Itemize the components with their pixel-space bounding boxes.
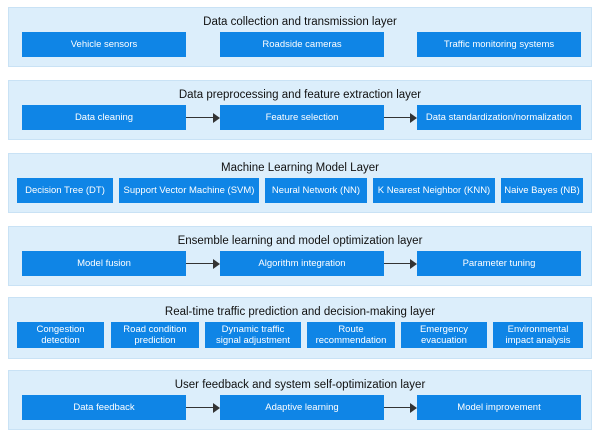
arrow-right: [186, 403, 220, 413]
box-model-fusion: Model fusion: [22, 251, 186, 276]
box-support-vector-machine: Support Vector Machine (SVM): [119, 178, 259, 203]
box-route-recommendation: Route recommendation: [307, 322, 395, 348]
layer-machine-learning-model: Machine Learning Model Layer Decision Tr…: [8, 153, 592, 213]
box-feature-selection: Feature selection: [220, 105, 384, 130]
layer-data-collection: Data collection and transmission layer V…: [8, 7, 592, 67]
box-congestion-detection: Congestion detection: [17, 322, 104, 348]
box-data-cleaning: Data cleaning: [22, 105, 186, 130]
box-k-nearest-neighbor: K Nearest Neighbor (KNN): [373, 178, 495, 203]
box-data-feedback: Data feedback: [22, 395, 186, 420]
arrow-right: [384, 403, 417, 413]
box-roadside-cameras: Roadside cameras: [220, 32, 384, 57]
box-label-line: Route: [338, 324, 364, 335]
box-model-improvement: Model improvement: [417, 395, 581, 420]
box-vehicle-sensors: Vehicle sensors: [22, 32, 186, 57]
box-label-line: prediction: [134, 335, 176, 346]
box-naive-bayes: Naive Bayes (NB): [501, 178, 583, 203]
arrow-right: [186, 259, 220, 269]
box-label-line: Emergency: [419, 324, 469, 335]
arrow-right: [384, 259, 417, 269]
arrow-right: [186, 113, 220, 123]
box-algorithm-integration: Algorithm integration: [220, 251, 384, 276]
box-dynamic-traffic-signal: Dynamic traffic signal adjustment: [205, 322, 301, 348]
box-label-line: Road condition: [123, 324, 187, 335]
box-label-line: Environmental: [507, 324, 569, 335]
box-label-line: evacuation: [421, 335, 467, 346]
box-decision-tree: Decision Tree (DT): [17, 178, 113, 203]
box-neural-network: Neural Network (NN): [265, 178, 367, 203]
box-label-line: recommendation: [315, 335, 387, 346]
box-emergency-evacuation: Emergency evacuation: [401, 322, 487, 348]
box-label-line: Congestion: [36, 324, 85, 335]
layer-data-preprocessing: Data preprocessing and feature extractio…: [8, 80, 592, 140]
box-label-line: detection: [41, 335, 80, 346]
layer-ensemble-learning: Ensemble learning and model optimization…: [8, 226, 592, 286]
box-parameter-tuning: Parameter tuning: [417, 251, 581, 276]
box-data-standardization: Data standardization/normalization: [417, 105, 581, 130]
layer-title: Data preprocessing and feature extractio…: [178, 89, 422, 101]
box-adaptive-learning: Adaptive learning: [220, 395, 384, 420]
layer-realtime-prediction: Real-time traffic prediction and decisio…: [8, 297, 592, 359]
box-label-line: signal adjustment: [216, 335, 290, 346]
layer-title: Real-time traffic prediction and decisio…: [164, 306, 436, 318]
box-road-condition-prediction: Road condition prediction: [111, 322, 199, 348]
layer-title: Machine Learning Model Layer: [221, 162, 379, 174]
arrow-right: [384, 113, 417, 123]
box-label-line: impact analysis: [505, 335, 571, 346]
layer-title: Ensemble learning and model optimization…: [177, 235, 423, 247]
layer-title: Data collection and transmission layer: [203, 16, 397, 28]
box-traffic-monitoring-systems: Traffic monitoring systems: [417, 32, 581, 57]
box-label-line: Dynamic traffic: [221, 324, 285, 335]
layer-user-feedback: User feedback and system self-optimizati…: [8, 370, 592, 430]
layer-title: User feedback and system self-optimizati…: [174, 379, 426, 391]
box-environmental-impact: Environmental impact analysis: [493, 322, 583, 348]
